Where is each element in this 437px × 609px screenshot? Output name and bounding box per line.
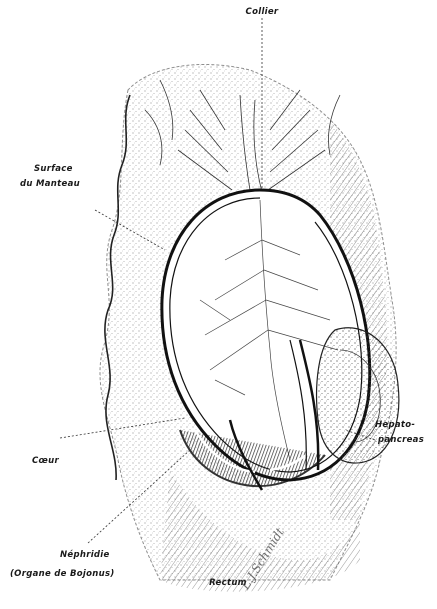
label-coeur: Cœur: [32, 455, 59, 467]
label-du-manteau: du Manteau: [20, 178, 80, 190]
label-organe-de-bojonus: (Organe de Bojonus): [10, 568, 115, 580]
label-nephridie: Néphridie: [60, 549, 110, 561]
label-hepato: Hepato-: [375, 419, 415, 431]
label-pancreas: pancreas: [378, 434, 424, 446]
label-surface: Surface: [34, 163, 73, 175]
label-collier: Collier: [232, 6, 292, 18]
